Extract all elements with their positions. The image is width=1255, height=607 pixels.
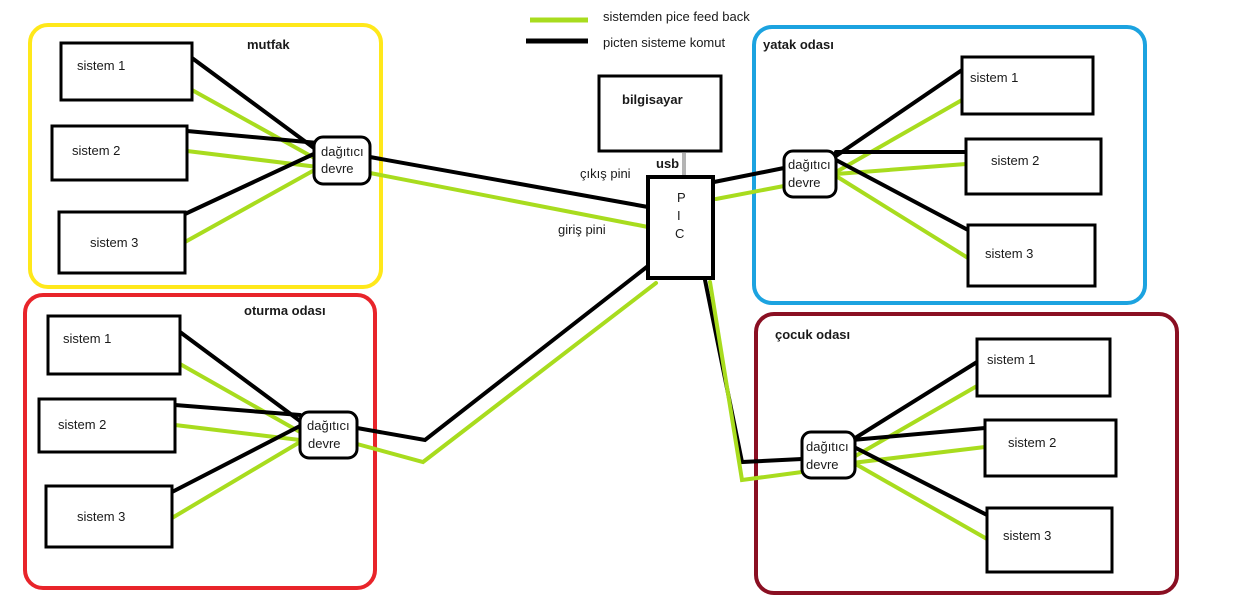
distributor-box (312, 135, 372, 186)
system-label: sistem 3 (1003, 528, 1051, 543)
system-box (975, 337, 1112, 398)
system-label: sistem 3 (90, 235, 138, 250)
pic-letter-c: C (675, 226, 684, 241)
connections-yatak (712, 68, 970, 260)
pic-output-pin-label: çıkış pini (580, 166, 631, 181)
distributor-box (298, 410, 359, 460)
legend-command-label: picten sisteme komut (603, 35, 725, 50)
system-box (960, 55, 1095, 116)
system-label: sistem 1 (987, 352, 1035, 367)
room-mutfak: mutfak sistem 1 sistem 2 sistem 3 dağıtı… (50, 37, 372, 275)
system-box (966, 223, 1097, 288)
distributor-box (782, 149, 838, 199)
system-box (59, 41, 194, 102)
distributor-label: devre (321, 161, 354, 176)
system-label: sistem 2 (1008, 435, 1056, 450)
system-box (50, 124, 189, 182)
system-box (985, 506, 1114, 574)
system-label: sistem 1 (63, 331, 111, 346)
room-frame-yatak (752, 25, 1147, 305)
usb-label: usb (656, 156, 679, 171)
computer-label: bilgisayar (622, 92, 683, 107)
room-title-mutfak: mutfak (247, 37, 290, 52)
room-oturma: oturma odası sistem 1 sistem 2 sistem 3 … (37, 303, 359, 549)
room-yatak: yatak odası sistem 1 sistem 2 sistem 3 d… (763, 37, 1103, 288)
room-frame-oturma (23, 293, 377, 590)
distributor-box (800, 430, 857, 480)
system-label: sistem 2 (58, 417, 106, 432)
distributor-label: devre (806, 457, 839, 472)
pic-box (646, 175, 715, 280)
system-label: sistem 2 (72, 143, 120, 158)
computer-box (597, 74, 723, 153)
distributor-label: devre (788, 175, 821, 190)
system-label: sistem 2 (991, 153, 1039, 168)
connections-cocuk (703, 278, 989, 541)
system-box (37, 397, 177, 454)
system-label: sistem 3 (985, 246, 1033, 261)
legend: sistemden pice feed back picten sisteme … (526, 9, 750, 50)
distributor-label: devre (308, 436, 341, 451)
room-title-yatak: yatak odası (763, 37, 834, 52)
legend-feedback-label: sistemden pice feed back (603, 9, 750, 24)
pic-letter-p: P (677, 190, 686, 205)
system-label: sistem 3 (77, 509, 125, 524)
system-box (964, 137, 1103, 196)
distributor-label: dağıtıcı (788, 157, 831, 172)
system-label: sistem 1 (970, 70, 1018, 85)
distributor-label: dağıtıcı (307, 418, 350, 433)
connections-mutfak (183, 56, 650, 244)
system-box (983, 418, 1118, 478)
system-box (46, 314, 182, 376)
system-label: sistem 1 (77, 58, 125, 73)
room-frame-mutfak (28, 23, 383, 289)
distributor-label: dağıtıcı (806, 439, 849, 454)
system-box (44, 484, 174, 549)
room-frame-cocuk (754, 312, 1179, 595)
system-box (57, 210, 187, 275)
distributor-label: dağıtıcı (321, 144, 364, 159)
pic-input-pin-label: giriş pini (558, 222, 606, 237)
room-title-oturma: oturma odası (244, 303, 326, 318)
room-title-cocuk: çocuk odası (775, 327, 850, 342)
room-cocuk: çocuk odası sistem 1 sistem 2 sistem 3 d… (775, 327, 1118, 574)
connections-oturma (170, 264, 658, 520)
pic-letter-i: I (677, 208, 681, 223)
